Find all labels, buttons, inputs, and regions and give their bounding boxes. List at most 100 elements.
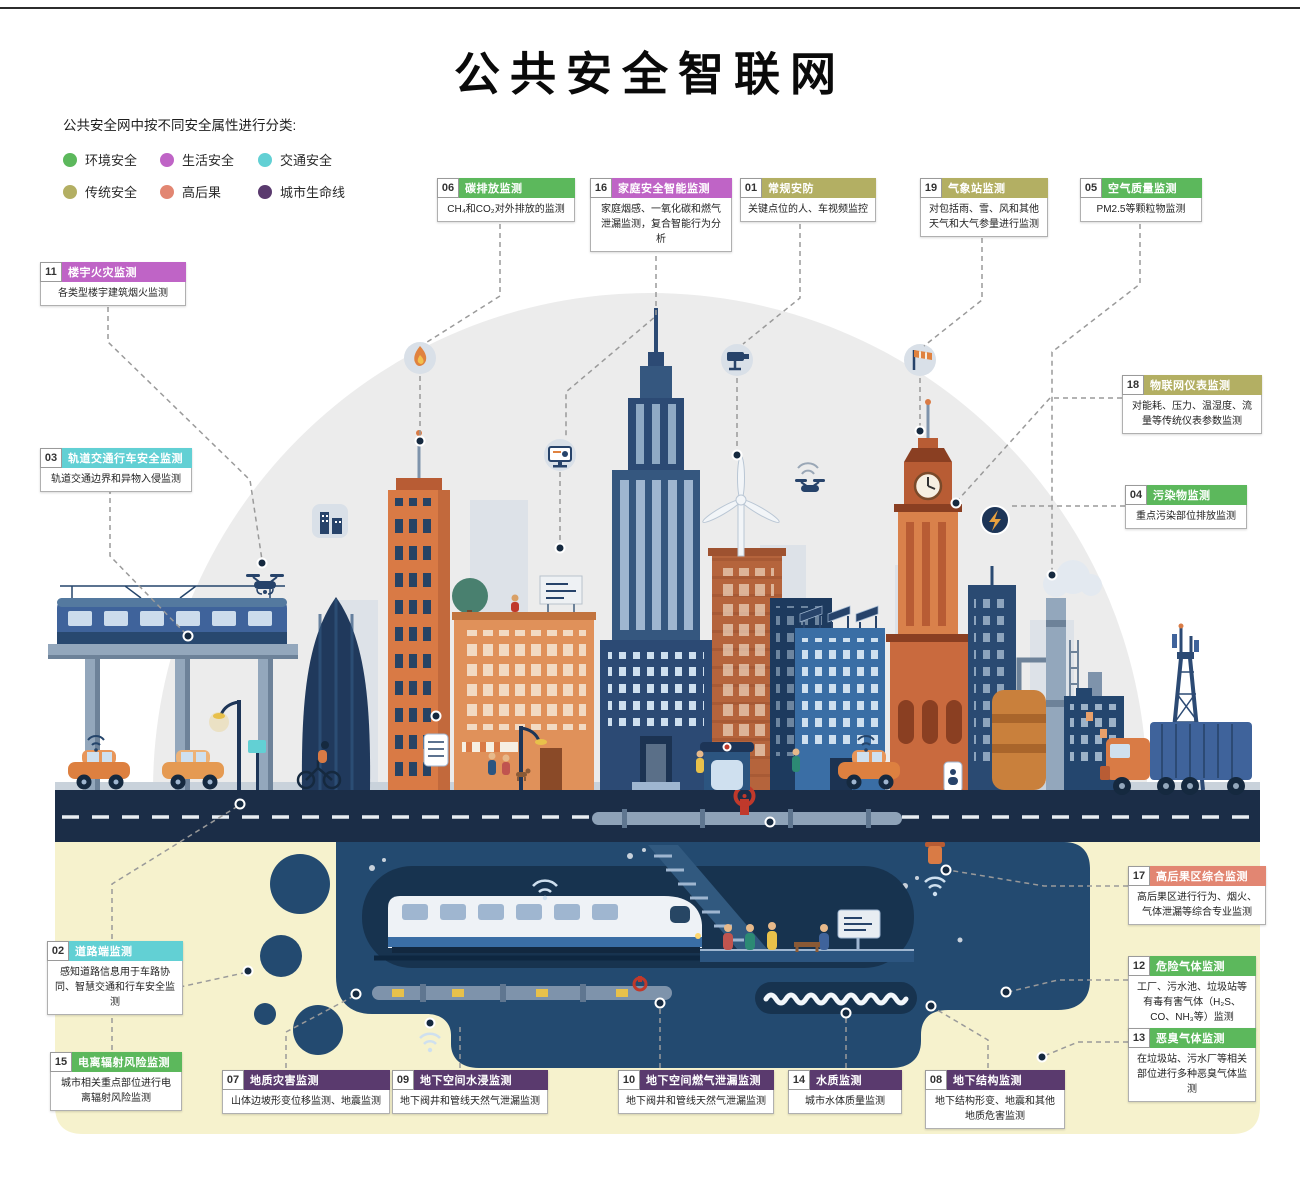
callout-description: 地下阀井和管线天然气泄漏监测	[618, 1090, 774, 1114]
callout-description: 城市相关重点部位进行电离辐射风险监测	[50, 1072, 182, 1111]
callout-title: 空气质量监测	[1102, 178, 1202, 198]
callout-number: 08	[925, 1070, 947, 1090]
underground-pipe	[372, 976, 672, 1002]
leader-lines	[107, 224, 1141, 1068]
legend-item-traffic: 交通安全	[258, 150, 345, 169]
callout-title: 物联网仪表监测	[1144, 375, 1262, 395]
pipe-sensor-icon	[925, 842, 945, 864]
leader-19	[919, 238, 983, 428]
leader-01	[736, 224, 801, 452]
elevated-rail	[48, 585, 298, 790]
callout-description: 各类型楼宇建筑烟火监测	[40, 282, 186, 306]
leader-07	[285, 995, 355, 1068]
callout-title: 危险气体监测	[1150, 956, 1256, 976]
building-badge-icon	[312, 504, 348, 538]
callout-number: 04	[1125, 485, 1147, 505]
wifi-icon	[87, 735, 105, 752]
callout-number: 15	[50, 1052, 72, 1072]
drone-icon	[246, 574, 284, 595]
callout-number: 18	[1122, 375, 1144, 395]
cctv-camera-icon	[721, 344, 753, 376]
callout-description: PM2.5等颗粒物监测	[1080, 198, 1202, 222]
legend-color-dot	[63, 152, 77, 167]
callout-title: 恶臭气体监测	[1150, 1028, 1256, 1048]
legend-item-environment: 环境安全	[63, 150, 160, 169]
leader-06	[419, 224, 501, 438]
callout-number: 16	[590, 178, 612, 198]
legend-item-lifeline: 城市生命线	[258, 182, 345, 201]
flame-icon	[404, 342, 436, 374]
metro-train	[388, 896, 702, 953]
sewage-channel	[755, 982, 917, 1014]
legend-item-high-consequence: 高后果	[160, 182, 258, 201]
leader-18	[957, 397, 1122, 501]
callout-title: 碳排放监测	[459, 178, 575, 198]
underground	[55, 842, 1260, 1134]
leader-17	[947, 869, 1128, 887]
legend-color-dot	[258, 152, 272, 167]
callout-title: 气象站监测	[942, 178, 1048, 198]
callout-description: 轨道交通边界和异物入侵监测	[40, 468, 192, 492]
callout-title: 电离辐射风险监测	[72, 1052, 182, 1072]
callout-number: 14	[788, 1070, 810, 1090]
callout-description: 对能耗、压力、温湿度、流量等传统仪表参数监测	[1122, 395, 1262, 434]
windsock-icon	[904, 344, 936, 376]
callout-number: 13	[1128, 1028, 1150, 1048]
sensor-dots	[182, 425, 1058, 1063]
callout-title: 地下空间水浸监测	[414, 1070, 548, 1090]
callout-number: 19	[920, 178, 942, 198]
callout-description: 地下阀井和管线天然气泄漏监测	[392, 1090, 548, 1114]
legend-heading: 公共安全网中按不同安全属性进行分类:	[63, 118, 297, 133]
road	[55, 742, 1260, 842]
orange-midrise	[452, 575, 596, 790]
pedestrians	[488, 748, 800, 781]
callout-number: 06	[437, 178, 459, 198]
leader-05	[1051, 224, 1141, 572]
callout-description: 家庭烟感、一氧化碳和燃气泄漏监测，复合智能行为分析	[590, 198, 732, 252]
callout-title: 家庭安全智能监测	[612, 178, 732, 198]
callout-number: 17	[1128, 866, 1150, 886]
taxi	[162, 750, 224, 790]
clock-tower	[886, 399, 972, 793]
legend-color-dot	[63, 184, 77, 199]
leader-08	[933, 1007, 989, 1068]
callout-number: 02	[47, 941, 69, 961]
cyclist	[296, 741, 342, 790]
callout-number: 11	[40, 262, 62, 282]
callout-number: 05	[1080, 178, 1102, 198]
legend-item-traditional: 传统安全	[63, 182, 160, 201]
callout-number: 10	[618, 1070, 640, 1090]
callout-number: 12	[1128, 956, 1150, 976]
page-title: 公共安全智联网	[454, 48, 846, 100]
leader-11	[107, 298, 263, 561]
callout-number: 03	[40, 448, 62, 468]
wifi-icon	[857, 735, 875, 752]
truck	[1100, 722, 1252, 795]
wifi-icon	[532, 879, 558, 901]
callout-description: 山体边坡形变位移监测、地震监测	[222, 1090, 390, 1114]
legend-color-dot	[160, 184, 174, 199]
legend-color-dot	[258, 184, 272, 199]
callout-title: 水质监测	[810, 1070, 902, 1090]
callout-description: 工厂、污水池、垃圾站等有毒有害气体（H₂S、CO、NH₃等）监测	[1128, 976, 1256, 1030]
taxi	[68, 750, 130, 790]
legend-color-dot	[160, 152, 174, 167]
top-border	[0, 7, 1300, 9]
callout-number: 07	[222, 1070, 244, 1090]
streetlight	[519, 726, 547, 790]
callout-title: 地下结构监测	[947, 1070, 1065, 1090]
subway-entrance	[700, 742, 754, 790]
power-icon	[980, 505, 1010, 535]
wind-turbine-icon	[702, 455, 780, 557]
